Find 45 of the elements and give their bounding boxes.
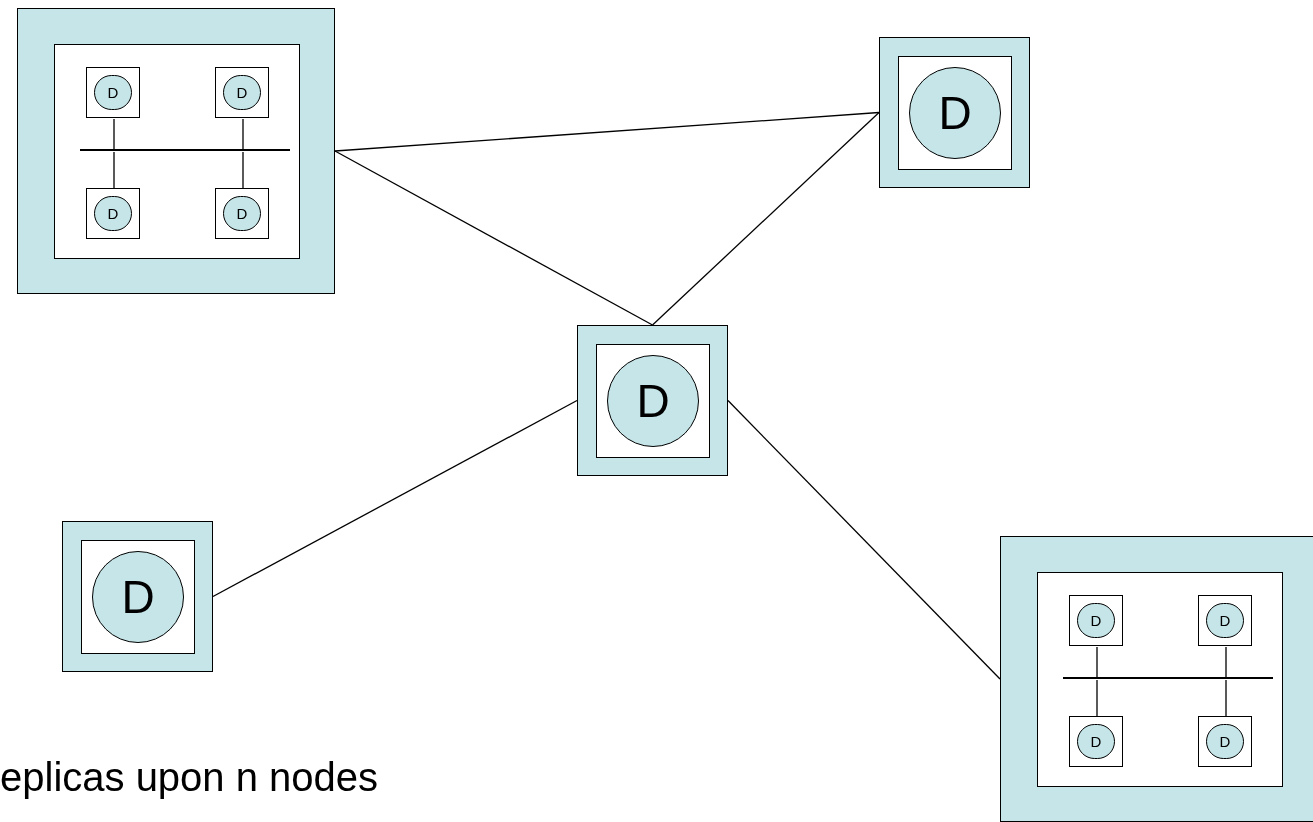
connector-line: [334, 111, 880, 152]
small-square: [86, 188, 140, 239]
connector-line: [1225, 679, 1227, 718]
caption-text: eplicas upon n nodes: [0, 754, 379, 801]
outer-frame: [879, 37, 1030, 188]
node-label: D: [121, 574, 155, 620]
node-label: D: [1090, 734, 1102, 749]
connector-line: [334, 150, 654, 326]
inner-frame: [54, 44, 300, 259]
inner-frame: [1037, 572, 1283, 787]
node-label: D: [107, 206, 119, 221]
connector-line: [113, 118, 115, 151]
outer-frame: [62, 521, 213, 672]
connector-line: [113, 151, 115, 190]
bus-line: [1063, 677, 1273, 679]
connector-line: [212, 399, 578, 598]
small-square: [1069, 716, 1123, 767]
outer-frame: [1000, 536, 1313, 822]
connector-line: [242, 151, 244, 190]
node-label: D: [1219, 613, 1231, 628]
node-label: D: [938, 90, 972, 136]
node-label: D: [1219, 734, 1231, 749]
connector-line: [1096, 679, 1098, 718]
bus-line: [80, 149, 290, 151]
connector-line: [651, 111, 880, 326]
outer-frame: [17, 8, 335, 294]
inner-frame: [81, 540, 195, 654]
node-label: D: [236, 206, 248, 221]
connector-line: [1225, 646, 1227, 679]
inner-frame: [898, 56, 1012, 170]
node-label: D: [636, 378, 670, 424]
small-square: [1198, 595, 1252, 646]
small-square: [1069, 595, 1123, 646]
connector-line: [727, 399, 1001, 680]
inner-frame: [596, 344, 710, 458]
small-square: [215, 188, 269, 239]
small-square: [1198, 716, 1252, 767]
node-label: D: [1090, 613, 1102, 628]
outer-frame: [577, 325, 728, 476]
connector-line: [1096, 646, 1098, 679]
connector-line: [242, 118, 244, 151]
node-label: D: [236, 85, 248, 100]
small-square: [86, 67, 140, 118]
node-label: D: [107, 85, 119, 100]
small-square: [215, 67, 269, 118]
